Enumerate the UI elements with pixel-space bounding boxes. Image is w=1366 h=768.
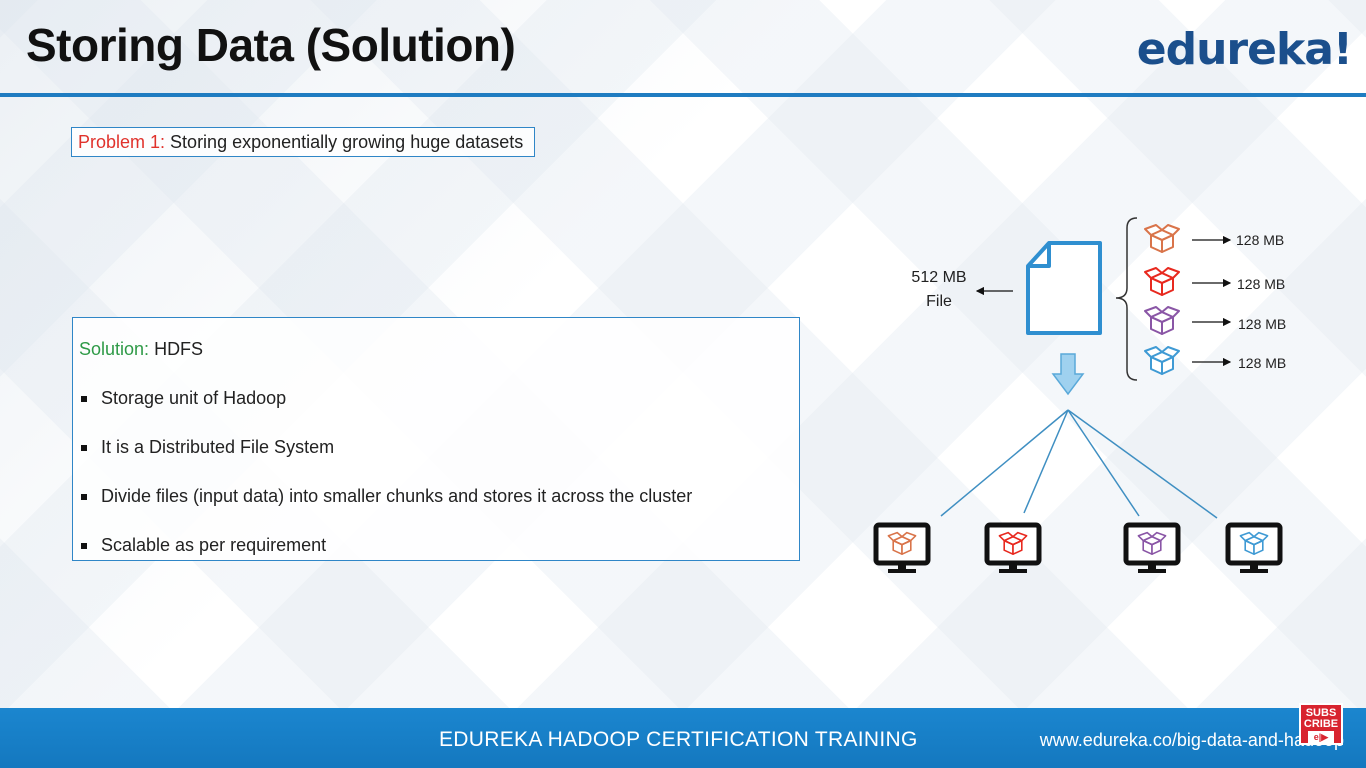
edureka-logo: edureka! bbox=[1136, 24, 1353, 75]
footer-bar: EDUREKA HADOOP CERTIFICATION TRAINING ww… bbox=[0, 708, 1366, 768]
solution-lead: Solution: bbox=[79, 339, 150, 359]
subscribe-button[interactable]: SUBS CRIBE e|▶ bbox=[1299, 703, 1343, 745]
bullet-square-icon bbox=[81, 542, 87, 549]
solution-heading: Solution: HDFS bbox=[79, 339, 203, 360]
file-size-label-line2: File bbox=[926, 293, 952, 310]
edureka-play-icon: e|▶ bbox=[1308, 731, 1334, 743]
solution-box: Solution: HDFS Storage unit of Hadoop It… bbox=[72, 317, 800, 561]
chunk-label-3: 128 MB bbox=[1238, 316, 1287, 332]
footer-url-link[interactable]: www.edureka.co/big-data-and-hadoop bbox=[1039, 730, 1344, 750]
bullet-square-icon bbox=[81, 493, 87, 500]
chunk-label-2: 128 MB bbox=[1237, 276, 1286, 292]
page-title: Storing Data (Solution) bbox=[26, 19, 516, 71]
chunk-label-1: 128 MB bbox=[1236, 232, 1285, 248]
problem-box: Problem 1: Storing exponentially growing… bbox=[71, 127, 536, 157]
subscribe-line1: SUBS bbox=[1305, 707, 1337, 719]
bullet-item: Divide files (input data) into smaller c… bbox=[81, 486, 692, 507]
subscribe-line2: CRIBE bbox=[1303, 718, 1339, 730]
bullet-text: Divide files (input data) into smaller c… bbox=[101, 486, 693, 506]
header-divider bbox=[0, 93, 1366, 97]
bullet-item: Storage unit of Hadoop bbox=[81, 388, 286, 409]
file-size-label: 512 MB File bbox=[899, 266, 979, 314]
chunk-label-4: 128 MB bbox=[1238, 355, 1287, 371]
bullet-text: It is a Distributed File System bbox=[101, 437, 335, 457]
bullet-item: It is a Distributed File System bbox=[81, 437, 334, 458]
bullet-text: Storage unit of Hadoop bbox=[101, 388, 287, 408]
solution-bullets: Storage unit of Hadoop It is a Distribut… bbox=[73, 318, 799, 560]
file-size-label-line1: 512 MB bbox=[911, 269, 967, 286]
footer-title: EDUREKA HADOOP CERTIFICATION TRAINING bbox=[439, 728, 918, 751]
bullet-item: Scalable as per requirement bbox=[81, 535, 326, 556]
bullet-text: Scalable as per requirement bbox=[101, 535, 327, 555]
solution-text: HDFS bbox=[149, 339, 204, 359]
problem-text: Storing exponentially growing huge datas… bbox=[165, 131, 524, 152]
bullet-square-icon bbox=[81, 444, 87, 451]
problem-lead: Problem 1: bbox=[78, 131, 166, 152]
bullet-square-icon bbox=[81, 395, 87, 402]
